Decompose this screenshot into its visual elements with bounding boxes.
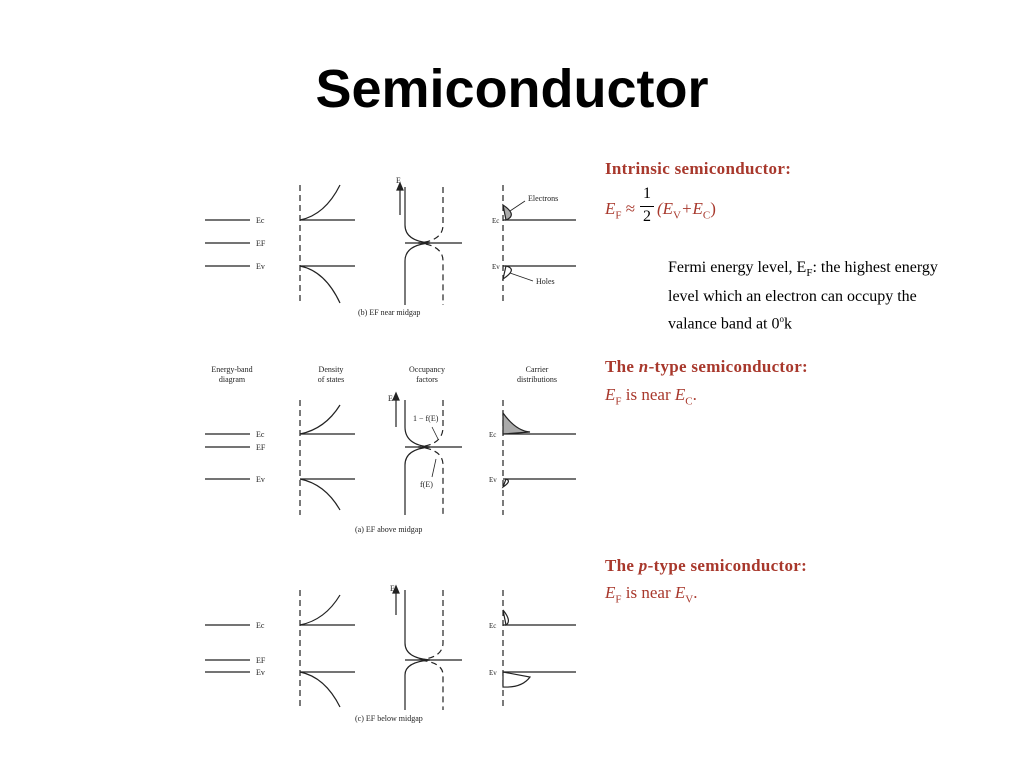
- label-ec: Ec: [256, 430, 265, 439]
- fermi-description: Fermi energy level, EF: the highest ener…: [668, 256, 968, 336]
- label-ec: Ec: [489, 622, 496, 630]
- caption-a: (a) EF above midgap: [355, 525, 422, 534]
- header-carrier-1: Carrier: [526, 365, 549, 374]
- header-band-2: diagram: [219, 375, 246, 384]
- eq-ec-sub: C: [702, 209, 711, 222]
- eq-plus: +E: [681, 199, 703, 218]
- label-ef: EF: [256, 443, 266, 452]
- header-band-1: Energy-band: [211, 365, 252, 374]
- eq-ef: E: [605, 199, 616, 218]
- fermi-text-1: Fermi energy level, E: [668, 259, 807, 276]
- panel-ntype: Ec EF Ev E 1 − f(E) f(E) Ec Ev (a) EF ab…: [205, 391, 576, 534]
- intrinsic-equation: EF ≈: [605, 199, 635, 221]
- eq-approx: ≈: [625, 199, 636, 218]
- ntype-eq-d: .: [692, 385, 697, 404]
- eq-close: ): [710, 199, 716, 218]
- label-ev: Ev: [489, 669, 497, 677]
- label-ec: Ec: [256, 621, 265, 630]
- ptype-eq-sub2: V: [685, 593, 694, 606]
- intrinsic-heading: Intrinsic semiconductor:: [605, 159, 792, 178]
- label-f: f(E): [420, 480, 433, 489]
- label-ef: EF: [256, 239, 266, 248]
- caption-b: (b) EF near midgap: [358, 308, 420, 317]
- label-ec: Ec: [492, 217, 499, 225]
- ptype-heading-c: -type semiconductor:: [647, 556, 808, 575]
- ntype-heading: The n-type semiconductor:: [605, 357, 808, 377]
- ntype-eq-a: E: [605, 385, 616, 404]
- header-occ-1: Occupancy: [409, 365, 445, 374]
- ntype-eq-b: is near: [621, 385, 675, 404]
- axis-e: E: [396, 176, 401, 185]
- axis-e: E: [388, 394, 393, 403]
- ntype-eq-sub: F: [615, 395, 622, 408]
- header-occ-2: factors: [416, 375, 438, 384]
- ptype-heading-a: The: [605, 556, 639, 575]
- label-ev: Ev: [256, 668, 265, 677]
- eq-fraction-den: 2: [643, 208, 651, 225]
- label-ef: EF: [256, 656, 266, 665]
- ptype-eq-c: E: [674, 583, 686, 602]
- ntype-eq-sub2: C: [685, 395, 693, 408]
- header-dos-1: Density: [319, 365, 344, 374]
- ptype-eq-a: E: [605, 583, 616, 602]
- label-one-minus-f: 1 − f(E): [413, 414, 439, 423]
- fermi-text-3: k: [784, 315, 792, 333]
- ptype-equation: EF is near EV.: [605, 583, 697, 605]
- ntype-equation: EF is near EC.: [605, 385, 697, 407]
- header-carrier-2: distributions: [517, 375, 557, 384]
- slide-title: Semiconductor: [315, 59, 709, 119]
- column-headers: Energy-band diagram Density of states Oc…: [211, 365, 557, 384]
- label-ev: Ev: [256, 475, 265, 484]
- caption-c: (c) EF below midgap: [355, 714, 423, 723]
- label-ev: Ev: [492, 263, 500, 271]
- ptype-heading: The p-type semiconductor:: [605, 556, 807, 576]
- label-ec: Ec: [256, 216, 265, 225]
- eq-fraction-bar: [640, 206, 654, 207]
- panel-ptype: Ec EF Ev E Ec Ev (c) EF below midgap: [205, 584, 576, 723]
- eq-ef-sub: F: [615, 209, 622, 222]
- ntype-eq-c: E: [674, 385, 686, 404]
- header-dos-2: of states: [318, 375, 344, 384]
- axis-e: E: [390, 584, 395, 593]
- ptype-eq-sub: F: [615, 593, 622, 606]
- ntype-heading-b: n: [638, 357, 649, 376]
- fermi-sup: o: [779, 314, 785, 325]
- fermi-sub: F: [806, 267, 813, 280]
- ptype-eq-d: .: [693, 583, 698, 602]
- band-diagram-figure: Ec EF Ev E Ec Ev Electrons Holes (b) EF …: [205, 176, 576, 723]
- label-electrons: Electrons: [528, 194, 558, 203]
- eq-fraction-num: 1: [643, 185, 651, 202]
- intrinsic-equation-rhs: (EV+EC): [657, 199, 716, 221]
- fermi-text-2: : the highest energy level which an elec…: [668, 259, 938, 333]
- label-holes: Holes: [536, 277, 555, 286]
- ntype-heading-a: The: [605, 357, 639, 376]
- panel-intrinsic: Ec EF Ev E Ec Ev Electrons Holes (b) EF …: [205, 176, 576, 317]
- eq-rhs-open: (E: [657, 199, 674, 218]
- ntype-heading-c: -type semiconductor:: [648, 357, 809, 376]
- label-ev: Ev: [489, 476, 497, 484]
- ptype-eq-b: is near: [621, 583, 675, 602]
- eq-ev-sub: V: [673, 209, 681, 222]
- label-ec: Ec: [489, 431, 496, 439]
- label-ev: Ev: [256, 262, 265, 271]
- ptype-heading-b: p: [638, 556, 648, 575]
